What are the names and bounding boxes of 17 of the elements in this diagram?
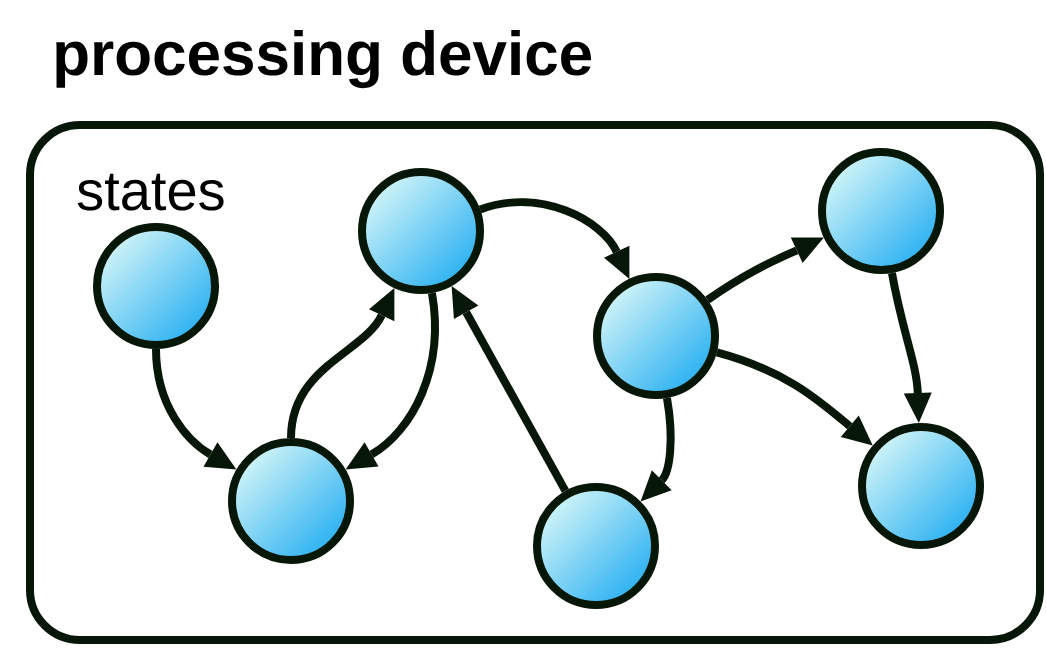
arrow	[640, 397, 675, 502]
arrow	[705, 237, 824, 304]
arrow	[715, 348, 873, 446]
arrow	[479, 198, 630, 279]
node-label: processing device	[56, 30, 592, 89]
state-circle	[228, 438, 354, 564]
state-circle	[858, 423, 984, 549]
state-circle	[593, 273, 719, 399]
arrow	[451, 286, 569, 493]
arrow	[888, 272, 932, 424]
arrow	[287, 288, 395, 439]
state-circle	[358, 168, 484, 294]
state-circle	[818, 148, 944, 274]
state-circle	[533, 483, 659, 609]
state-circle	[93, 223, 219, 349]
arrow	[345, 292, 439, 470]
container-box: processing device states	[26, 30, 1044, 644]
